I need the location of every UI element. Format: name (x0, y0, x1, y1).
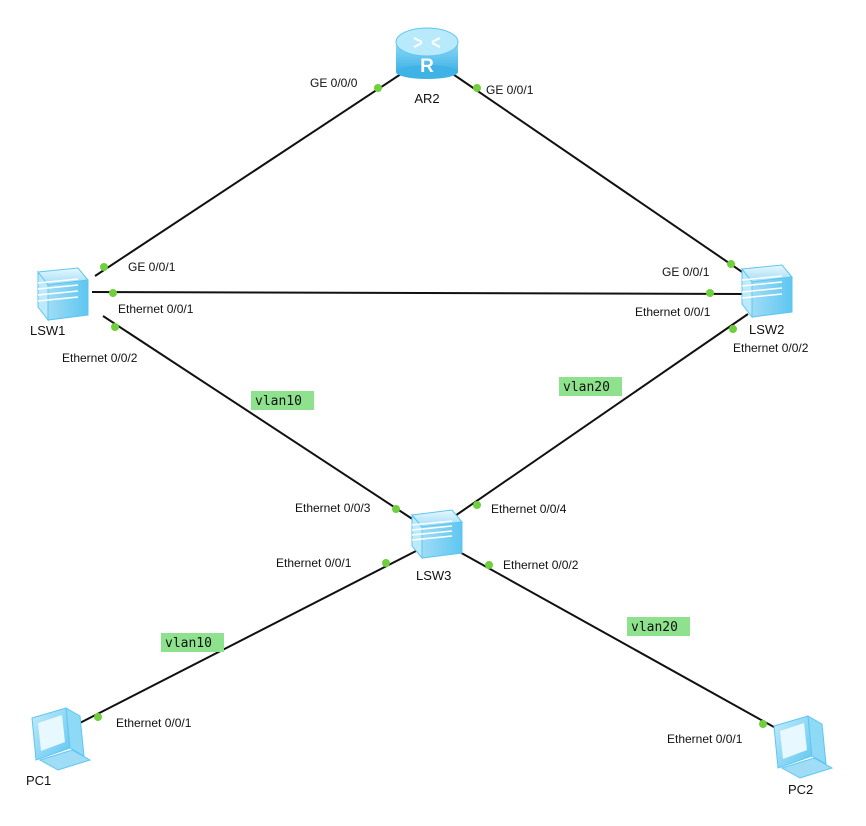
switch-icon (741, 264, 793, 319)
vlan-tags: vlan10 vlan20 vlan10 vlan20 (161, 377, 690, 652)
pc-icon (31, 707, 92, 771)
port-dot (109, 289, 117, 297)
port-label: GE 0/0/1 (662, 265, 710, 279)
link-lsw1-lsw2 (91, 291, 743, 295)
pc-icon (773, 715, 834, 779)
switch-lsw3[interactable]: LSW3 (411, 509, 463, 583)
port-dot (485, 561, 493, 569)
router-icon: R (395, 27, 459, 79)
port-dot (473, 501, 481, 509)
port-label: GE 0/0/1 (486, 83, 534, 97)
port-label: Ethernet 0/0/1 (667, 732, 743, 746)
port-dot (111, 323, 119, 331)
router-ar2[interactable]: R AR2 (395, 27, 459, 106)
port-label: Ethernet 0/0/2 (733, 341, 809, 355)
port-dot (382, 559, 390, 567)
device-label: PC1 (26, 773, 51, 788)
svg-text:vlan10: vlan10 (165, 636, 212, 651)
svg-text:vlan10: vlan10 (255, 394, 302, 409)
switch-icon (411, 509, 463, 560)
pc-pc2[interactable]: PC2 (773, 715, 834, 797)
port-labels: GE 0/0/0 GE 0/0/1 GE 0/0/1 GE 0/0/1 Ethe… (62, 76, 809, 746)
pc-pc1[interactable]: PC1 (26, 707, 92, 788)
port-dot (706, 289, 714, 297)
port-label: Ethernet 0/0/1 (635, 305, 711, 319)
link-lsw3-pc2 (455, 549, 791, 737)
svg-text:R: R (420, 56, 434, 77)
port-label: Ethernet 0/0/3 (295, 501, 371, 515)
svg-text:vlan20: vlan20 (563, 380, 610, 395)
svg-text:vlan20: vlan20 (631, 620, 678, 635)
port-dots (94, 84, 767, 728)
device-label: LSW1 (30, 323, 65, 338)
vlan-tag: vlan10 (251, 391, 314, 410)
device-label: AR2 (414, 91, 439, 106)
port-label: Ethernet 0/0/1 (116, 716, 192, 730)
link-ar2-lsw2 (443, 67, 749, 277)
link-lsw2-lsw3 (451, 313, 749, 519)
port-dot (759, 720, 767, 728)
link-lsw1-lsw3 (102, 315, 421, 525)
link-ar2-lsw1 (94, 67, 411, 277)
port-dot (94, 713, 102, 721)
port-label: GE 0/0/0 (310, 76, 358, 90)
port-dot (392, 505, 400, 513)
switch-icon (37, 267, 89, 322)
device-label: PC2 (788, 782, 813, 797)
links (69, 67, 791, 737)
switch-lsw1[interactable]: LSW1 (30, 267, 89, 338)
port-dot (374, 84, 382, 92)
port-label: GE 0/0/1 (128, 260, 176, 274)
port-dot (473, 84, 481, 92)
switch-lsw2[interactable]: LSW2 (741, 264, 793, 337)
port-dot (100, 263, 108, 271)
port-label: Ethernet 0/0/1 (276, 556, 352, 570)
port-dot (727, 260, 735, 268)
vlan-tag: vlan20 (559, 377, 622, 396)
port-label: Ethernet 0/0/2 (503, 558, 579, 572)
port-label: Ethernet 0/0/4 (491, 502, 567, 516)
device-label: LSW2 (749, 322, 784, 337)
device-label: LSW3 (416, 568, 451, 583)
port-label: Ethernet 0/0/2 (62, 351, 138, 365)
vlan-tag: vlan10 (161, 633, 224, 652)
vlan-tag: vlan20 (627, 617, 690, 636)
port-dot (729, 325, 737, 333)
link-lsw3-pc1 (69, 549, 419, 729)
port-label: Ethernet 0/0/1 (118, 302, 194, 316)
